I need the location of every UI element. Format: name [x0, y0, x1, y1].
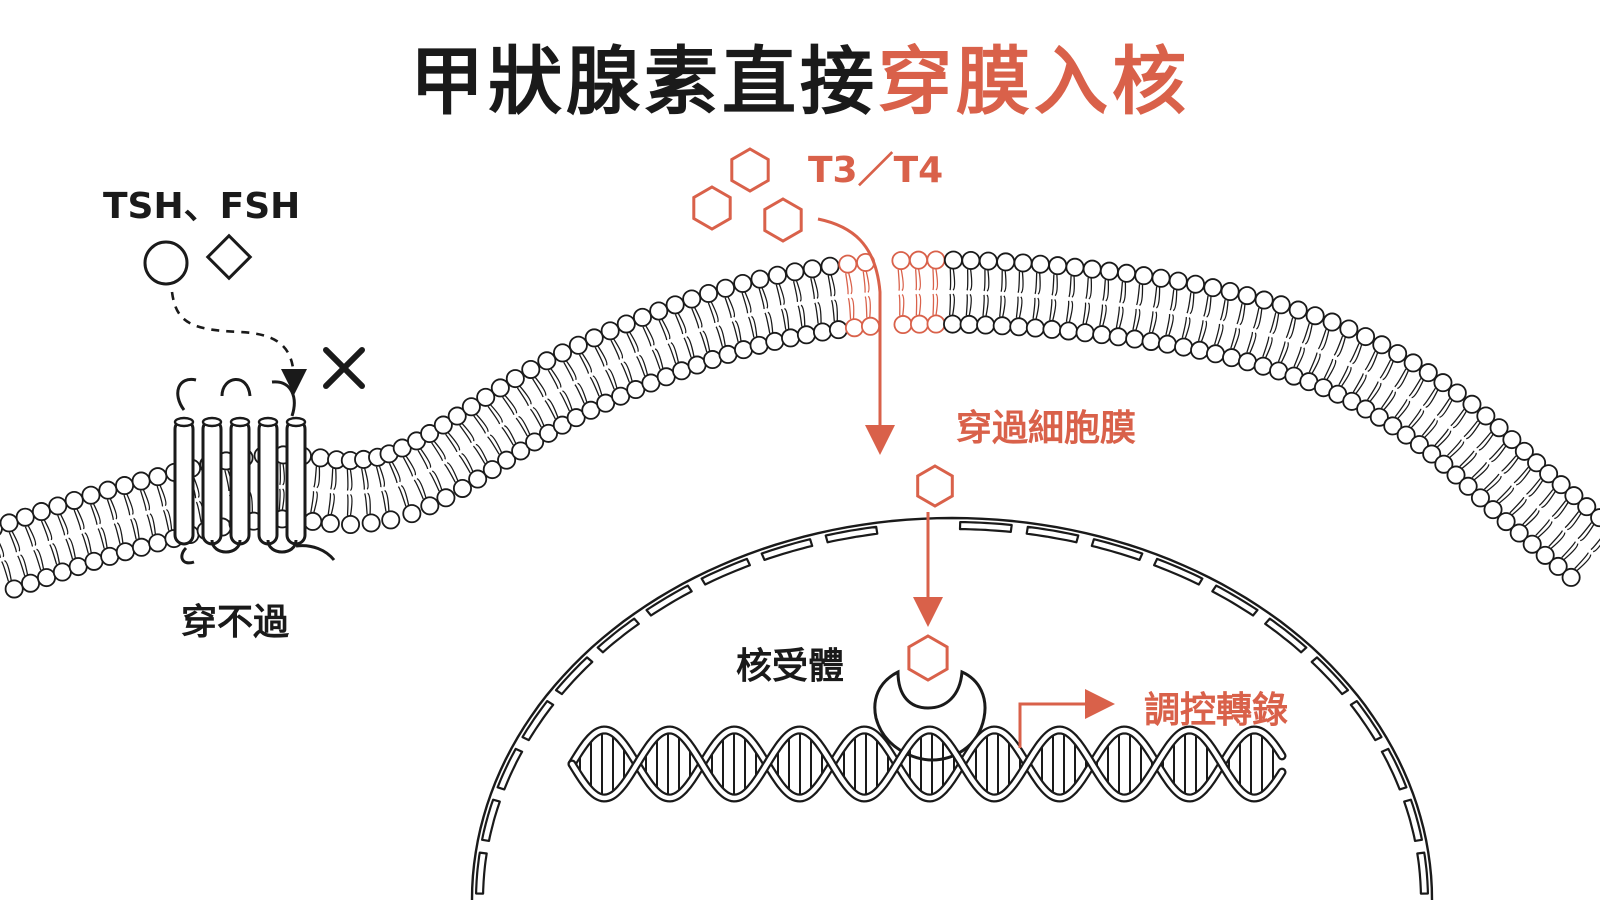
hormone-hexagon-icon	[907, 634, 949, 682]
label-tsh-fsh: TSH、FSH	[103, 186, 300, 227]
hormone-hexagon-icon	[730, 147, 770, 193]
label-t3-t4: T3／T4	[808, 150, 943, 191]
title-part-1: 甲狀腺素直接	[410, 39, 878, 125]
label-nuclear-receptor: 核受體	[736, 646, 844, 687]
membrane-cross-arrow	[817, 217, 895, 455]
dna-helix	[567, 725, 1287, 803]
transcription-arrow	[1018, 689, 1115, 748]
hormone-hexagon-icon	[692, 185, 732, 231]
label-cross-membrane: 穿過細胞膜	[956, 408, 1136, 449]
blocked-path-arrow	[170, 291, 307, 395]
hormone-hexagon-icon	[916, 464, 954, 508]
t3-t4-molecules	[692, 147, 954, 682]
nuclear-receptor-shape	[873, 669, 987, 762]
membrane-receptor	[173, 377, 336, 565]
fsh-diamond-icon	[205, 233, 253, 281]
label-cannot-pass: 穿不過	[181, 602, 290, 643]
page-title: 甲狀腺素直接穿膜入核	[0, 22, 1600, 129]
nucleus	[470, 516, 1434, 900]
label-regulate-transcription: 調控轉錄	[1144, 690, 1288, 731]
cross-icon	[323, 347, 365, 389]
title-part-2: 穿膜入核	[878, 39, 1190, 125]
tsh-circle-icon	[143, 240, 189, 286]
hormone-hexagon-icon	[763, 197, 803, 243]
